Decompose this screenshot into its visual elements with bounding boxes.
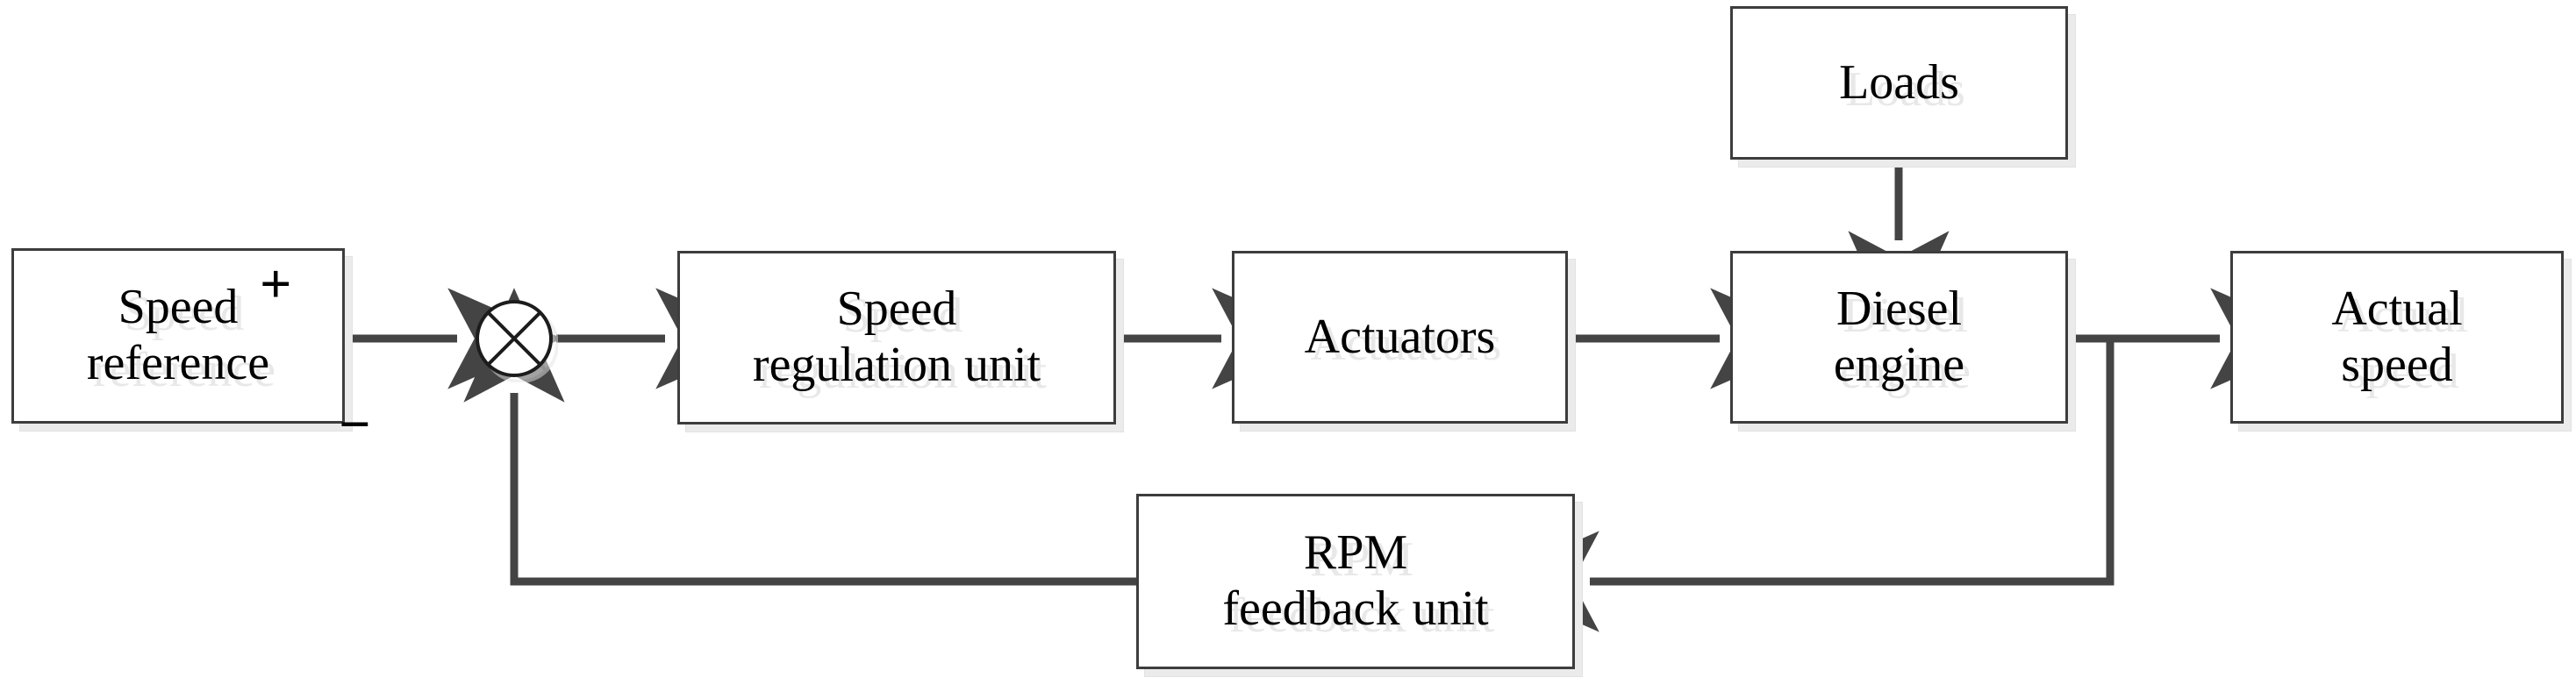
- block-speed-regulation-unit[interactable]: Speed regulation unit: [677, 251, 1116, 424]
- block-actuators[interactable]: Actuators: [1232, 251, 1568, 424]
- block-loads[interactable]: Loads: [1730, 6, 2068, 160]
- block-label: RPM feedback unit: [1222, 525, 1489, 636]
- block-label: Speed reference: [86, 280, 270, 390]
- block-label: Speed regulation unit: [752, 282, 1041, 392]
- connector-feedback-to-sum: [463, 288, 1136, 586]
- summing-junction-minus-sign: −: [339, 393, 371, 455]
- block-label: Actuators: [1304, 309, 1496, 364]
- block-label: Diesel engine: [1833, 281, 1965, 392]
- summing-junction-cross-icon: [476, 300, 553, 377]
- block-speed-reference[interactable]: Speed reference: [11, 248, 345, 424]
- block-rpm-feedback-unit[interactable]: RPM feedback unit: [1136, 494, 1575, 669]
- summing-junction[interactable]: [470, 295, 559, 383]
- connector-engine-branch-to-feedback: [1485, 339, 2114, 632]
- block-label: Actual speed: [2331, 281, 2463, 392]
- block-diesel-engine[interactable]: Diesel engine: [1730, 251, 2068, 424]
- block-actual-speed[interactable]: Actual speed: [2230, 251, 2564, 424]
- block-label: Loads: [1839, 54, 1959, 110]
- summing-junction-plus-sign: +: [260, 253, 292, 315]
